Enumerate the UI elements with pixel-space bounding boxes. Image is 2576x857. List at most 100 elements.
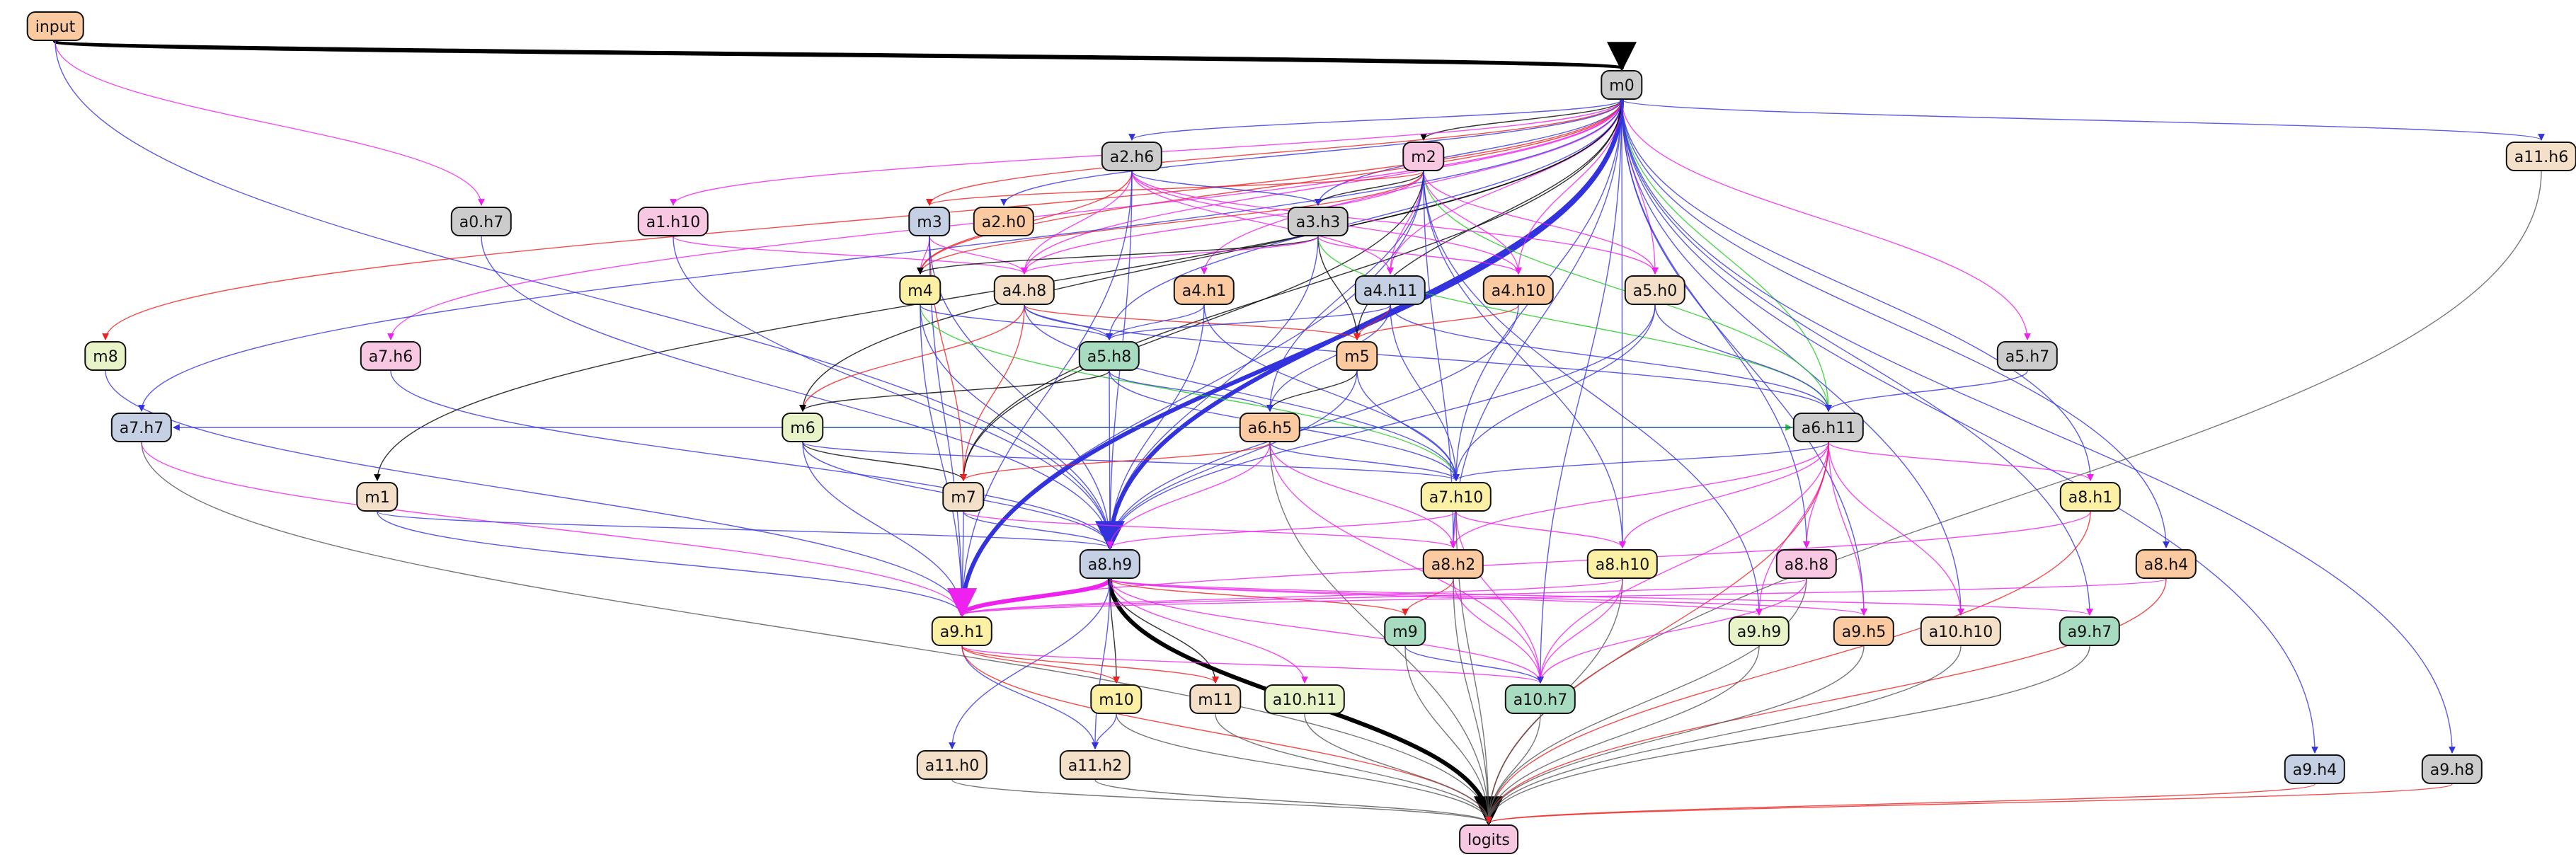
- edge-a5-h8-to-a8-h9: [1106, 370, 1114, 548]
- edge-a6-h5-to-a7-h10: [1269, 442, 1460, 481]
- node-a10-h10: a10.h10: [1920, 616, 2002, 646]
- edge-a3-h3-to-m5: [1317, 236, 1361, 340]
- edge-m0-to-m3: [926, 99, 1622, 206]
- edge-a6-h11-to-a9-h5: [1828, 442, 1867, 616]
- edge-a3-h3-to-a4-h10: [1317, 236, 1522, 275]
- edge-m3-to-a4-h8: [929, 236, 1028, 275]
- edge-a6-h5-to-a8-h9: [1106, 442, 1271, 548]
- edge-a8-h4-to-a9-h1: [958, 578, 2167, 616]
- edge-a9-h1-to-a10-h7: [961, 645, 1544, 684]
- edge-m0-to-a9-h1: [947, 99, 1624, 619]
- node-a8-h10: a8.h10: [1586, 549, 1659, 579]
- node-a11-h6: a11.h6: [2505, 142, 2576, 171]
- node-a6-h5: a6.h5: [1239, 413, 1301, 442]
- edge-m4-to-a9-h1: [920, 304, 966, 616]
- node-m1: m1: [356, 482, 399, 512]
- edge-a5-h0-to-a7-h10: [1453, 304, 1656, 481]
- edge-a7-h10-to-a8-h10: [1455, 511, 1626, 548]
- edge-a4-h1-to-a8-h9: [1106, 304, 1205, 548]
- node-a2-h0: a2.h0: [973, 207, 1035, 236]
- edge-a8-h2-to-logits: [1453, 578, 1492, 824]
- node-m7: m7: [942, 482, 985, 512]
- edge-m9-to-logits: [1404, 645, 1492, 824]
- edge-m0-to-a10-h10: [1621, 99, 1964, 616]
- edge-a8-h1-to-logits: [1485, 511, 2091, 824]
- edge-a2-h6-to-a4-h8: [1021, 171, 1133, 275]
- edge-m9-to-a10-h7: [1404, 645, 1544, 684]
- edge-a4-h8-to-a7-h10: [1024, 304, 1460, 481]
- node-m8: m8: [84, 341, 127, 371]
- edge-a4-h11-to-a6-h5: [1266, 304, 1391, 412]
- edge-a4-h8-to-m6: [799, 304, 1025, 412]
- edge-input-to-m0: [53, 39, 1634, 72]
- edge-m3-to-m7: [929, 236, 967, 481]
- node-a5-h0: a5.h0: [1624, 275, 1686, 305]
- edge-a10-h11-to-logits: [1304, 713, 1492, 824]
- edge-a3-h3-to-m4: [917, 236, 1319, 275]
- edge-m5-to-a7-h10: [1356, 370, 1460, 481]
- edge-a8-h8-to-a10-h7: [1537, 578, 1807, 684]
- edge-a6-h11-to-a7-h10: [1453, 442, 1829, 481]
- edge-m0-to-a3-h3: [1315, 99, 1622, 206]
- edge-a6-h5-to-m7: [960, 442, 1271, 481]
- edge-a3-h3-to-a8-h9: [1106, 236, 1319, 548]
- edge-m4-to-a7-h10: [920, 304, 1460, 481]
- edge-m4-to-a8-h9: [920, 304, 1114, 548]
- edge-m0-to-a4-h1: [1201, 99, 1622, 275]
- edge-m2-to-m3: [926, 171, 1424, 206]
- node-a8-h1: a8.h1: [2059, 482, 2122, 512]
- node-a11-h0: a11.h0: [916, 750, 988, 780]
- node-input: input: [26, 11, 84, 41]
- edge-a2-h6-to-a9-h1: [958, 171, 1133, 616]
- node-a9-h9: a9.h9: [1728, 616, 1790, 646]
- edge-m8-to-a9-h1: [105, 370, 966, 616]
- edge-a8-h9-to-a9-h1: [947, 577, 1112, 619]
- edge-a6-h5-to-a8-h2: [1269, 442, 1457, 548]
- node-m9: m9: [1384, 616, 1426, 646]
- edge-m0-to-a2-h0: [1000, 99, 1622, 206]
- edge-a4-h8-to-a6-h11: [1024, 304, 1832, 412]
- edge-m0-to-a8-h4: [1621, 99, 2170, 548]
- edge-m0-to-a6-h11: [1621, 99, 1832, 412]
- edge-input-to-a8-h9: [55, 40, 1114, 548]
- edge-a9-h7-to-logits: [1485, 645, 2090, 824]
- node-a7-h7: a7.h7: [110, 413, 173, 442]
- edge-a8-h8-to-a9-h1: [958, 578, 1807, 616]
- edge-a7-h6-to-a8-h9: [390, 370, 1114, 548]
- edge-m10-to-a11-h2: [1092, 713, 1117, 749]
- node-m10: m10: [1090, 684, 1143, 714]
- node-m5: m5: [1336, 341, 1378, 371]
- node-a4-h8: a4.h8: [993, 275, 1055, 305]
- node-m11: m11: [1189, 684, 1242, 714]
- edge-a8-h9-to-m9: [1109, 578, 1409, 616]
- node-a9-h8: a9.h8: [2421, 754, 2483, 784]
- edge-a3-h3-to-a4-h8: [1021, 236, 1319, 275]
- edge-a7-h10-to-a8-h9: [1106, 511, 1457, 548]
- edge-a9-h9-to-logits: [1485, 645, 1760, 824]
- node-m4: m4: [899, 275, 941, 305]
- edge-a4-h1-to-a5-h8: [1106, 304, 1205, 340]
- edge-a8-h9-to-a9-h7: [1109, 578, 2093, 616]
- edge-a9-h1-to-m11: [961, 645, 1219, 684]
- edge-a8-h9-to-m11: [1109, 578, 1219, 684]
- node-a9-h5: a9.h5: [1833, 616, 1895, 646]
- edge-a7-h7-to-logits: [141, 442, 1492, 824]
- node-a6-h11: a6.h11: [1792, 413, 1865, 442]
- node-a10-h7: a10.h7: [1504, 684, 1576, 714]
- node-a9-h4: a9.h4: [2284, 754, 2346, 784]
- edge-m7-to-a8-h2: [963, 511, 1457, 548]
- edge-a8-h4-to-logits: [1485, 578, 2167, 824]
- edge-a7-h7-to-a9-h1: [141, 442, 966, 616]
- edge-a6-h5-to-logits: [1269, 442, 1492, 824]
- node-a1-h10: a1.h10: [637, 207, 709, 236]
- edge-a8-h9-to-a10-h7: [1109, 578, 1544, 684]
- edge-a0-h7-to-a8-h9: [481, 236, 1114, 548]
- node-logits: logits: [1459, 824, 1518, 854]
- edge-a2-h6-to-a4-h11: [1131, 171, 1394, 275]
- edge-m2-to-m4: [917, 171, 1424, 275]
- node-m6: m6: [782, 413, 824, 442]
- edge-a4-h10-to-m5: [1353, 304, 1519, 340]
- edge-m1-to-a9-h1: [377, 511, 966, 616]
- edge-a11-h6-to-logits: [1485, 171, 2542, 824]
